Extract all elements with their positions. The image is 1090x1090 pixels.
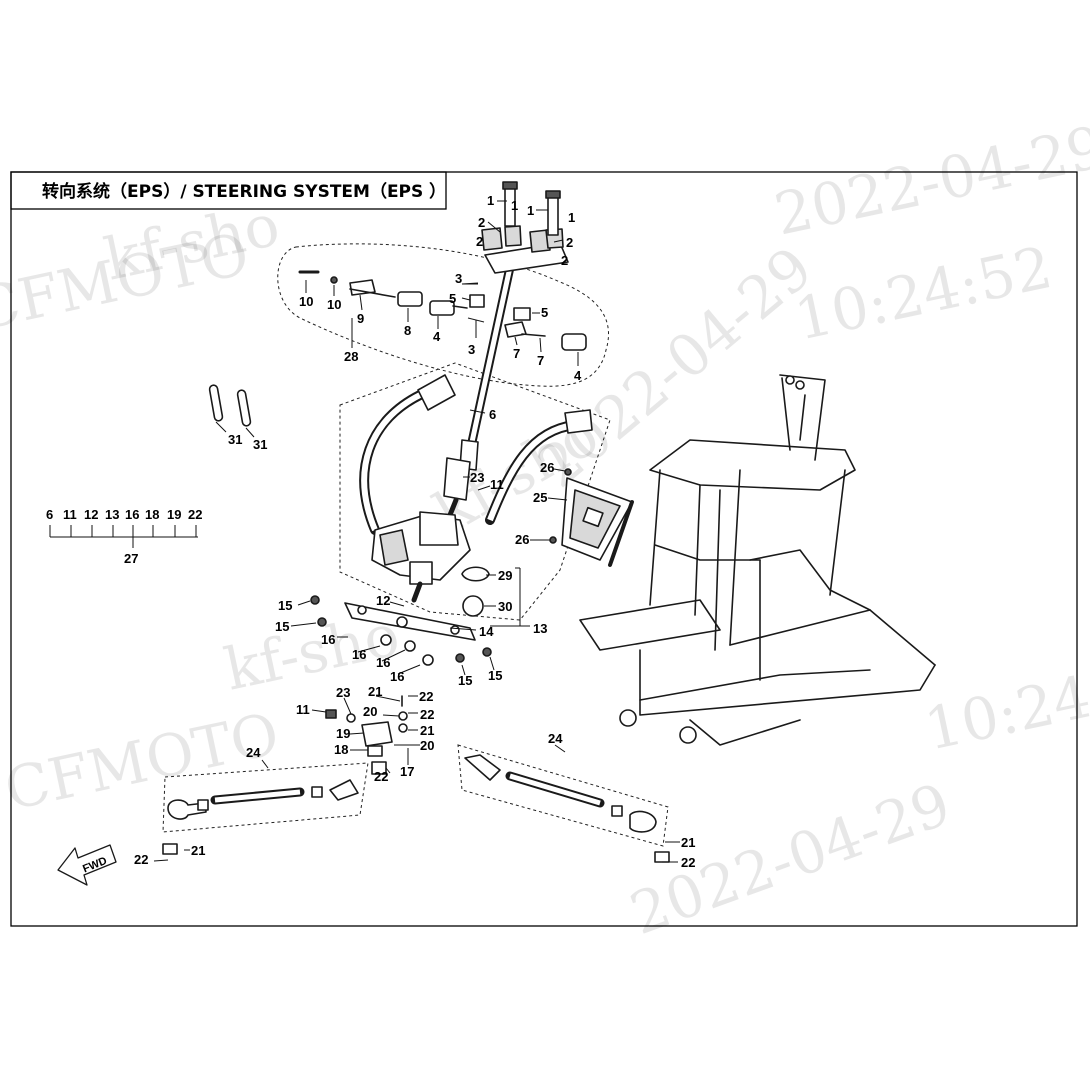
group-27-item-19: 19 xyxy=(167,507,181,522)
callout-labels: 1 1 1 1 2 2 2 2 3 3 5 5 4 4 7 7 8 9 10 1… xyxy=(124,193,695,870)
callout-22e: 22 xyxy=(681,855,695,870)
group-27-members: 6 11 12 13 16 18 19 22 xyxy=(46,507,202,522)
group-28-parts xyxy=(298,270,587,351)
callout-21a: 21 xyxy=(368,684,382,699)
handlebar-tubes xyxy=(359,374,593,535)
vehicle-frame xyxy=(579,374,936,746)
callout-2b: 2 xyxy=(476,234,483,249)
callout-22c: 22 xyxy=(374,769,388,784)
group-27-item-12: 12 xyxy=(84,507,98,522)
callout-20a: 20 xyxy=(363,704,377,719)
callout-29: 29 xyxy=(498,568,512,583)
callout-27: 27 xyxy=(124,551,138,566)
callout-1a: 1 xyxy=(487,193,494,208)
callout-7a: 7 xyxy=(513,346,520,361)
drawing-frame xyxy=(10,171,1078,927)
callout-16c: 16 xyxy=(376,655,390,670)
callout-16b: 16 xyxy=(352,647,366,662)
callout-26a: 26 xyxy=(540,460,554,475)
callout-16a: 16 xyxy=(321,632,335,647)
callout-24b: 24 xyxy=(548,731,563,746)
callout-23b: 23 xyxy=(336,685,350,700)
callout-22a: 22 xyxy=(419,689,433,704)
callout-31b: 31 xyxy=(253,437,267,452)
callout-13: 13 xyxy=(533,621,547,636)
rubber-parts-29-30 xyxy=(461,566,490,617)
callout-15b: 15 xyxy=(275,619,289,634)
callout-21d: 21 xyxy=(681,835,695,850)
callout-15a: 15 xyxy=(278,598,292,613)
callout-18: 18 xyxy=(334,742,348,757)
watermark-8: 2022-04-29 xyxy=(622,770,959,948)
group-27-bracket xyxy=(49,525,198,548)
eps-motor-unit xyxy=(371,511,471,603)
callout-3a: 3 xyxy=(455,271,462,286)
forward-arrow: FWD xyxy=(57,844,117,886)
callout-31a: 31 xyxy=(228,432,242,447)
callout-21c: 21 xyxy=(191,843,205,858)
watermark-7: 10:24 xyxy=(919,662,1090,763)
callout-15c: 15 xyxy=(458,673,472,688)
pitman-arm-assembly xyxy=(325,695,408,775)
callout-14: 14 xyxy=(479,624,494,639)
callout-6: 6 xyxy=(489,407,496,422)
callout-2a: 2 xyxy=(478,215,485,230)
group-27-item-16: 16 xyxy=(125,507,139,522)
callout-3b: 3 xyxy=(468,342,475,357)
bracket-31-parts xyxy=(208,384,252,427)
group-27-item-11: 11 xyxy=(63,507,77,522)
callout-1c: 1 xyxy=(527,203,534,218)
watermark-3: 10:24:52 xyxy=(789,233,1058,354)
callout-1d: 1 xyxy=(568,210,575,225)
group-27-item-22: 22 xyxy=(188,507,202,522)
tie-rod-left xyxy=(162,779,359,855)
tie-rod-right-outline xyxy=(457,744,669,847)
callout-11a: 11 xyxy=(490,477,504,492)
callout-19: 19 xyxy=(336,726,350,741)
callout-28: 28 xyxy=(344,349,358,364)
callout-20b: 20 xyxy=(420,738,434,753)
callout-11b: 11 xyxy=(296,702,310,717)
callout-10a: 10 xyxy=(299,294,313,309)
group-27-item-6: 6 xyxy=(46,507,53,522)
callout-4a: 4 xyxy=(433,329,441,344)
steering-column xyxy=(443,181,569,518)
callout-9: 9 xyxy=(357,311,364,326)
callout-1b: 1 xyxy=(511,198,518,213)
control-module xyxy=(549,468,634,567)
group-27-item-13: 13 xyxy=(105,507,119,522)
callout-7b: 7 xyxy=(537,353,544,368)
callout-8: 8 xyxy=(404,323,411,338)
callout-10b: 10 xyxy=(327,297,341,312)
callout-25: 25 xyxy=(533,490,547,505)
callout-21b: 21 xyxy=(420,723,434,738)
callout-22d: 22 xyxy=(134,852,148,867)
callout-23a: 23 xyxy=(470,470,484,485)
callout-4b: 4 xyxy=(574,368,582,383)
callout-24a: 24 xyxy=(246,745,261,760)
callout-5b: 5 xyxy=(541,305,548,320)
watermark-6: CFMOTO xyxy=(0,699,285,823)
callout-30: 30 xyxy=(498,599,512,614)
callout-22b: 22 xyxy=(420,707,434,722)
callout-2c: 2 xyxy=(566,235,573,250)
callout-2d: 2 xyxy=(561,253,568,268)
title-box xyxy=(10,171,447,210)
callout-16d: 16 xyxy=(390,669,404,684)
callout-12: 12 xyxy=(376,593,390,608)
diagram-title: 转向系统（EPS）/ STEERING SYSTEM（EPS ） xyxy=(42,181,446,202)
callout-26b: 26 xyxy=(515,532,529,547)
callout-17: 17 xyxy=(400,764,414,779)
tie-rod-right xyxy=(464,754,670,863)
watermark-10: 2022-04-29 xyxy=(769,113,1090,249)
callout-5a: 5 xyxy=(449,291,456,306)
leader-lines xyxy=(153,200,680,863)
callout-15d: 15 xyxy=(488,668,502,683)
group-27-item-18: 18 xyxy=(145,507,159,522)
